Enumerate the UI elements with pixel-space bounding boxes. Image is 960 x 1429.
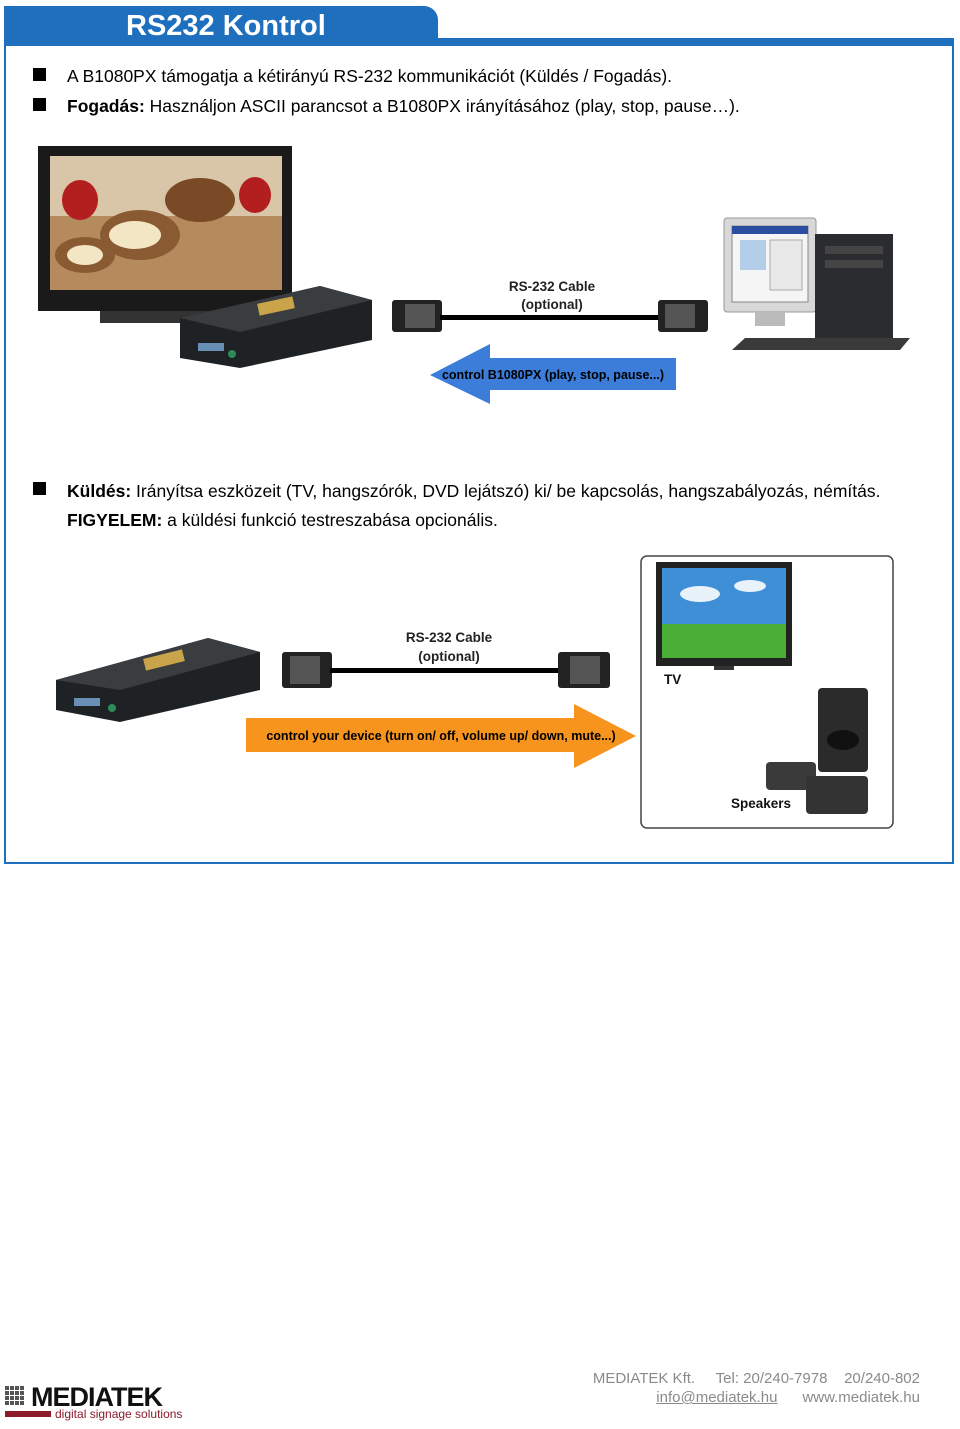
tv-label: TV bbox=[664, 672, 681, 687]
media-player-image bbox=[180, 286, 372, 368]
arrow-label: control your device (turn on/ off, volum… bbox=[266, 729, 615, 743]
send-diagram: RS-232 Cable (optional) control your dev… bbox=[56, 555, 894, 829]
tv-monitor-image bbox=[38, 146, 292, 323]
intro-line-2: Fogadás: Használjon ASCII parancsot a B1… bbox=[67, 95, 740, 117]
speakers-label: Speakers bbox=[731, 796, 791, 811]
logo-text: MEDIATEK bbox=[31, 1382, 163, 1412]
left-arrow-icon bbox=[430, 344, 676, 404]
footer-contact: MEDIATEK Kft. Tel: 20/240-7978 20/240-80… bbox=[593, 1369, 920, 1407]
media-player-image bbox=[56, 638, 260, 722]
bullet-icon bbox=[33, 68, 46, 81]
logo-grid-icon bbox=[5, 1386, 24, 1405]
footer-tel: Tel: 20/240-7978 bbox=[715, 1370, 828, 1387]
receive-diagram: RS-232 Cable (optional) control B1080PX … bbox=[38, 146, 910, 404]
receive-text: Használjon ASCII parancsot a B1080PX irá… bbox=[144, 96, 740, 116]
computer-image bbox=[723, 217, 910, 350]
note-label: FIGYELEM: bbox=[67, 510, 163, 530]
page-title: RS232 Kontrol bbox=[126, 10, 326, 42]
send-line: Küldés: Irányítsa eszközeit (TV, hangszó… bbox=[67, 480, 880, 502]
arrow-label: control B1080PX (play, stop, pause...) bbox=[442, 368, 664, 382]
logo-tagline: digital signage solutions bbox=[55, 1407, 182, 1421]
title-tab bbox=[4, 6, 438, 46]
speakers-image bbox=[766, 688, 868, 814]
cable-label: RS-232 Cable bbox=[406, 630, 493, 645]
bullet-icon bbox=[33, 98, 46, 111]
footer-company: MEDIATEK Kft. bbox=[592, 1370, 696, 1387]
cable-optional-label: (optional) bbox=[418, 649, 479, 664]
tv-image bbox=[656, 562, 792, 670]
note-line: FIGYELEM: a küldési funkció testreszabás… bbox=[67, 509, 498, 531]
mediatek-logo: MEDIATEK digital signage solutions bbox=[5, 1380, 205, 1424]
note-text: a küldési funkció testreszabása opcionál… bbox=[162, 510, 498, 530]
send-text: Irányítsa eszközeit (TV, hangszórók, DVD… bbox=[131, 481, 881, 501]
rs232-cable-image bbox=[392, 300, 708, 332]
intro-line-1: A B1080PX támogatja a kétirányú RS-232 k… bbox=[67, 66, 673, 86]
right-arrow-icon bbox=[246, 704, 636, 768]
header-rule bbox=[4, 38, 954, 46]
bullet-icon bbox=[33, 482, 46, 495]
cable-optional-label: (optional) bbox=[521, 297, 582, 312]
receive-label: Fogadás: bbox=[67, 96, 145, 116]
footer-email-link[interactable]: info@mediatek.hu bbox=[656, 1389, 778, 1406]
content-frame bbox=[4, 38, 954, 864]
rs232-cable-image bbox=[282, 652, 610, 688]
send-label: Küldés: bbox=[67, 481, 132, 501]
footer-tel2: 20/240-802 bbox=[844, 1370, 920, 1387]
cable-label: RS-232 Cable bbox=[509, 279, 596, 294]
footer-website[interactable]: www.mediatek.hu bbox=[802, 1389, 920, 1406]
